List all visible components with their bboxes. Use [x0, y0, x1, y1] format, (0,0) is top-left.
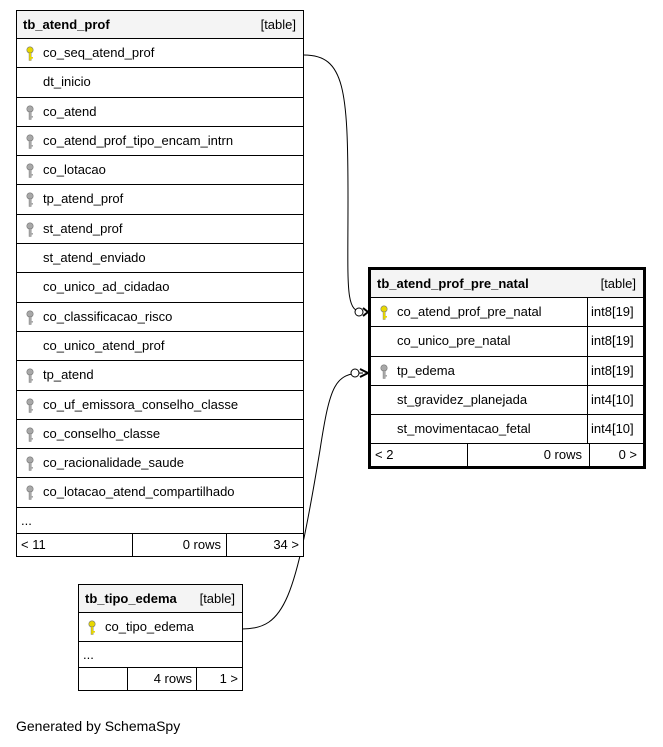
- foreign-key-icon: [25, 310, 37, 326]
- column-name: co_racionalidade_saude: [43, 455, 184, 471]
- column-row[interactable]: st_movimentacao_fetal int4[10]: [371, 415, 643, 445]
- table-footer: < 2 0 rows 0 >: [371, 444, 643, 467]
- children-link[interactable]: 34 >: [273, 536, 299, 552]
- table-kind: [table]: [260, 17, 296, 32]
- column-row[interactable]: co_seq_atend_prof: [17, 39, 303, 69]
- column-row[interactable]: co_classificacao_risco: [17, 303, 303, 332]
- more-columns: ...: [79, 642, 242, 669]
- foreign-key-icon: [25, 398, 37, 414]
- foreign-key-icon: [25, 192, 37, 208]
- column-name: st_atend_enviado: [43, 250, 146, 266]
- table-kind: [table]: [199, 591, 235, 606]
- column-name: st_atend_prof: [43, 220, 123, 236]
- foreign-key-icon: [25, 456, 37, 472]
- column-row[interactable]: co_unico_pre_natal int8[19]: [371, 327, 643, 357]
- column-name: co_unico_ad_cidadao: [43, 279, 170, 295]
- column-name: co_atend_prof_pre_natal: [397, 304, 542, 319]
- column-type: int8[19]: [587, 298, 643, 327]
- column-row[interactable]: co_atend: [17, 98, 303, 127]
- foreign-key-icon: [25, 368, 37, 384]
- table-name[interactable]: tb_atend_prof: [23, 17, 110, 32]
- column-name: co_lotacao: [43, 162, 106, 178]
- parents-link[interactable]: < 2: [375, 447, 394, 463]
- column-row[interactable]: dt_inicio: [17, 68, 303, 98]
- column-name: co_uf_emissora_conselho_classe: [43, 396, 239, 412]
- column-name: co_unico_atend_prof: [43, 337, 165, 353]
- foreign-key-icon: [25, 134, 37, 150]
- table-name[interactable]: tb_tipo_edema: [85, 591, 177, 606]
- column-row[interactable]: co_lotacao: [17, 156, 303, 186]
- optional-marker: [350, 368, 360, 378]
- column-row[interactable]: co_tipo_edema: [79, 613, 242, 643]
- more-columns: ...: [17, 508, 303, 534]
- parents-link[interactable]: < 11: [21, 536, 46, 552]
- foreign-key-icon: [25, 427, 37, 443]
- column-row[interactable]: co_unico_ad_cidadao: [17, 273, 303, 303]
- column-name: dt_inicio: [43, 74, 91, 90]
- column-row[interactable]: co_racionalidade_saude: [17, 449, 303, 479]
- column-name: co_tipo_edema: [105, 619, 194, 634]
- column-name: co_atend_prof_tipo_encam_intrn: [43, 132, 234, 148]
- column-row[interactable]: co_unico_atend_prof: [17, 332, 303, 362]
- column-row[interactable]: st_atend_enviado: [17, 244, 303, 274]
- row-count: 4 rows: [153, 671, 192, 687]
- column-row[interactable]: tp_atend: [17, 361, 303, 391]
- column-list: co_seq_atend_prof dt_inicio co_atend co_ate…: [17, 39, 303, 508]
- foreign-key-icon: [25, 105, 37, 121]
- column-type: int8[19]: [587, 327, 643, 356]
- column-name: co_unico_pre_natal: [397, 333, 511, 349]
- table-header: tb_atend_prof_pre_natal [table]: [371, 270, 643, 298]
- column-list: co_tipo_edema: [79, 613, 242, 643]
- relationship-line-tipo-edema: [241, 372, 364, 630]
- optional-marker: [354, 307, 364, 317]
- column-row[interactable]: co_atend_prof_tipo_encam_intrn: [17, 127, 303, 157]
- foreign-key-icon: [25, 222, 37, 238]
- table-tb-atend-prof-pre-natal[interactable]: tb_atend_prof_pre_natal [table] co_atend…: [368, 267, 646, 470]
- table-header: tb_tipo_edema [table]: [79, 585, 242, 613]
- column-name: co_conselho_classe: [43, 425, 161, 441]
- column-name: tp_edema: [397, 362, 455, 378]
- column-row[interactable]: tp_atend_prof: [17, 185, 303, 215]
- column-name: tp_atend_prof: [43, 191, 124, 207]
- relationship-line-atend-prof: [303, 54, 364, 313]
- primary-key-icon: [379, 305, 391, 321]
- table-kind: [table]: [600, 276, 636, 291]
- table-footer: < 11 0 rows 34 >: [17, 533, 303, 556]
- table-tb-tipo-edema[interactable]: tb_tipo_edema [table] co_tipo_edema ... …: [78, 584, 243, 692]
- column-row[interactable]: st_gravidez_planejada int4[10]: [371, 385, 643, 416]
- column-name: st_movimentacao_fetal: [397, 421, 531, 437]
- column-type: int4[10]: [587, 385, 643, 415]
- column-row[interactable]: tp_edema int8[19]: [371, 356, 643, 386]
- table-footer: 4 rows 1 >: [79, 668, 242, 691]
- foreign-key-icon: [25, 485, 37, 501]
- column-name: co_atend: [43, 103, 97, 119]
- foreign-key-icon: [25, 163, 37, 179]
- table-name[interactable]: tb_atend_prof_pre_natal: [377, 276, 529, 291]
- column-type: int4[10]: [587, 415, 643, 444]
- primary-key-icon: [87, 620, 99, 636]
- column-name: co_seq_atend_prof: [43, 45, 155, 60]
- column-row[interactable]: co_conselho_classe: [17, 420, 303, 450]
- generated-by-credit: Generated by SchemaSpy: [16, 718, 181, 734]
- column-name: co_lotacao_atend_compartilhado: [43, 484, 235, 500]
- children-link[interactable]: 1 >: [219, 671, 238, 687]
- table-header: tb_atend_prof [table]: [17, 11, 303, 39]
- row-count: 0 rows: [543, 447, 582, 463]
- column-row[interactable]: st_atend_prof: [17, 215, 303, 245]
- column-type: int8[19]: [587, 356, 643, 385]
- column-name: tp_atend: [43, 367, 94, 383]
- column-row[interactable]: co_atend_prof_pre_natal int8[19]: [371, 298, 643, 328]
- column-name: st_gravidez_planejada: [397, 391, 528, 407]
- primary-key-icon: [25, 46, 37, 62]
- column-row[interactable]: co_uf_emissora_conselho_classe: [17, 391, 303, 420]
- children-link[interactable]: 0 >: [618, 447, 637, 463]
- column-row[interactable]: co_lotacao_atend_compartilhado: [17, 478, 303, 508]
- column-name: co_classificacao_risco: [43, 308, 173, 324]
- foreign-key-icon: [379, 364, 391, 380]
- row-count: 0 rows: [182, 536, 221, 552]
